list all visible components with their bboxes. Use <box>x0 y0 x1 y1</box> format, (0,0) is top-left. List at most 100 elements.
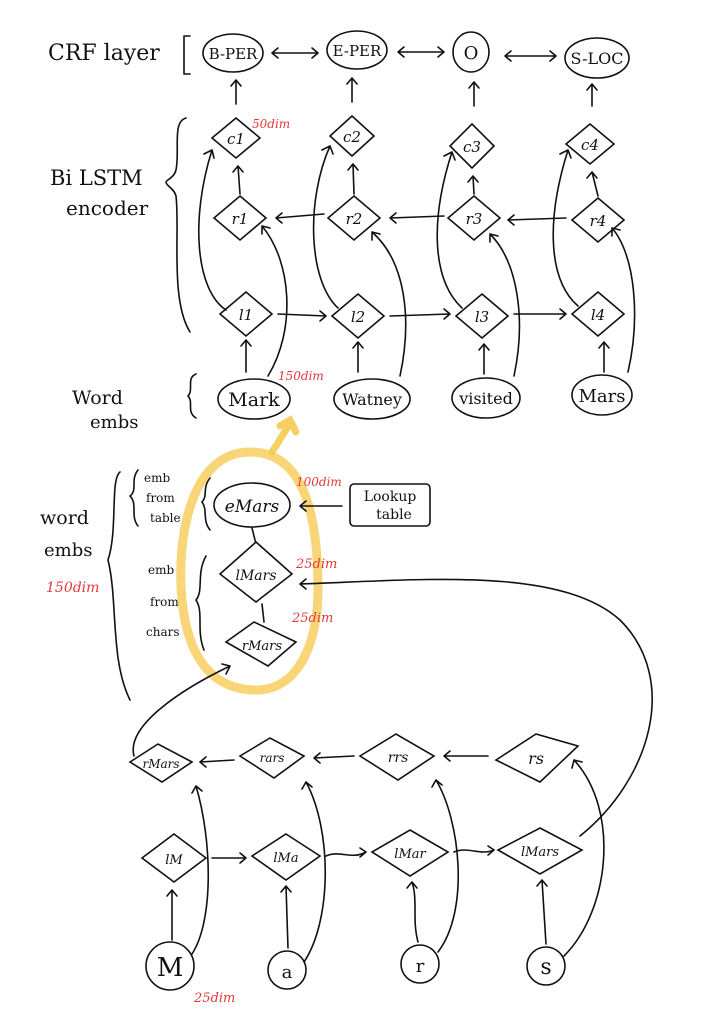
highlight-circle <box>176 415 323 695</box>
bilstm-label-line1: Bi LSTM <box>50 166 143 190</box>
char-label: a <box>282 962 293 983</box>
emb-chars-brace <box>195 555 207 651</box>
char-node-s: s <box>526 946 566 986</box>
crf-tag-b-per: B-PER <box>202 33 264 73</box>
char-r-label: rs <box>528 749 544 768</box>
char-r-chain-arrows <box>132 663 489 768</box>
e-mars-node: eMars <box>213 482 291 528</box>
crf-tag-label: S-LOC <box>571 49 624 68</box>
bilstm-label-line2: encoder <box>66 196 149 220</box>
char-r-node-2: rars <box>238 737 306 779</box>
lookup-table-box: Lookup table <box>349 483 431 527</box>
l-mars-label: lMars <box>235 568 276 584</box>
char-dim: 25dim <box>193 991 235 1006</box>
crf-tag-e-per: E-PER <box>326 30 388 70</box>
crf-transition-arrows <box>271 46 557 62</box>
l-node-label: l2 <box>351 308 365 326</box>
l-mars-node: lMars <box>218 540 294 604</box>
crf-bracket <box>183 35 191 75</box>
word-label: Watney <box>342 390 402 409</box>
r-to-c-arrows <box>232 163 599 226</box>
char-label: r <box>416 956 425 977</box>
c-node-label: c4 <box>581 136 599 154</box>
crf-tag-s-loc: S-LOC <box>564 37 630 79</box>
word-node-mars: Mars <box>571 374 633 416</box>
word-embs-top-line2: embs <box>90 412 138 433</box>
char-r-node-3: rrs <box>358 733 436 781</box>
char-l-node-4: lMars <box>496 827 584 875</box>
r-node-label: r2 <box>346 210 363 228</box>
r-node-1: r1 <box>212 194 268 242</box>
word-label: Mars <box>578 386 625 407</box>
char-l-chain-arrows <box>211 578 653 864</box>
char-l-node-1: lM <box>140 833 208 883</box>
l-char-dim: 25dim <box>295 557 337 572</box>
c-node-2: c2 <box>328 114 376 158</box>
r-node-3: r3 <box>446 194 502 242</box>
r-mars-label: rMars <box>242 639 282 654</box>
word-embs-brace <box>187 373 197 419</box>
word-embs-big-brace <box>107 471 131 701</box>
r-mars-node: rMars <box>224 621 298 667</box>
r-node-label: r4 <box>590 212 607 230</box>
l-node-4: l4 <box>570 290 626 338</box>
crf-tag-o: O <box>452 31 490 73</box>
word-embs-top-line1: Word <box>72 387 123 409</box>
emb-table-brace <box>129 469 139 527</box>
word-node-mark: Mark <box>217 378 291 420</box>
r-char-dim: 25dim <box>291 611 333 626</box>
char-r-label: rMars <box>142 757 179 771</box>
l-node-label: l4 <box>591 306 605 324</box>
emb-chars-line3: chars <box>146 625 180 639</box>
crf-tag-label: E-PER <box>333 42 382 60</box>
c-node-1: c1 <box>210 116 262 160</box>
c-node-3: c3 <box>448 122 496 170</box>
c-node-label: c2 <box>343 128 361 146</box>
char-l-label: lMars <box>521 845 559 860</box>
r-node-4: r4 <box>570 196 626 244</box>
char-node-a: a <box>267 950 307 990</box>
c-node-label: c1 <box>227 130 245 148</box>
lstm-connections <box>198 145 636 377</box>
lookup-arrow <box>299 500 343 512</box>
c-node-label: c3 <box>463 138 481 156</box>
word-embs-mid-line1: word <box>40 507 89 529</box>
crf-layer-label: CRF layer <box>48 41 160 66</box>
word-label: visited <box>458 389 513 408</box>
l-node-1: l1 <box>218 290 274 338</box>
char-label: M <box>157 953 184 983</box>
char-l-node-3: lMar <box>370 829 450 877</box>
e-to-l-link <box>251 527 257 545</box>
char-r-label: rrs <box>388 750 409 766</box>
e-dim-annotation: 100dim <box>296 475 342 489</box>
l-node-2: l2 <box>330 292 386 340</box>
word-emb-dim: 150dim <box>278 369 324 383</box>
crf-tag-label: B-PER <box>209 45 258 63</box>
word-embs-mid-line2: embs <box>44 540 92 561</box>
l-node-label: l3 <box>475 308 489 326</box>
char-node-m: M <box>145 941 195 991</box>
c-to-tag-arrows <box>230 77 598 107</box>
emb-chars-line1: emb <box>148 563 174 577</box>
char-l-label: lMar <box>394 847 426 862</box>
r-node-2: r2 <box>326 194 382 242</box>
char-l-node-2: lMa <box>250 833 322 881</box>
emb-table-line1: emb <box>144 471 170 485</box>
emb-table-line3: table <box>150 511 181 525</box>
c-node-4: c4 <box>564 122 616 166</box>
char-r-label: rars <box>260 751 285 765</box>
word-label: Mark <box>228 389 280 411</box>
e-mars-label: eMars <box>225 497 280 517</box>
emb-table-line2: from <box>146 491 175 505</box>
word-node-watney: Watney <box>333 378 411 420</box>
char-l-label: lM <box>165 853 183 868</box>
char-r-node-1: rMars <box>128 743 194 783</box>
crf-tag-label: O <box>464 43 479 64</box>
c-dim-annotation: 50dim <box>252 117 290 131</box>
l-to-r-link <box>261 603 265 623</box>
l-node-label: l1 <box>239 306 253 324</box>
char-label: s <box>540 955 551 980</box>
lookup-line2: table <box>376 507 412 523</box>
bilstm-brace <box>165 117 191 333</box>
